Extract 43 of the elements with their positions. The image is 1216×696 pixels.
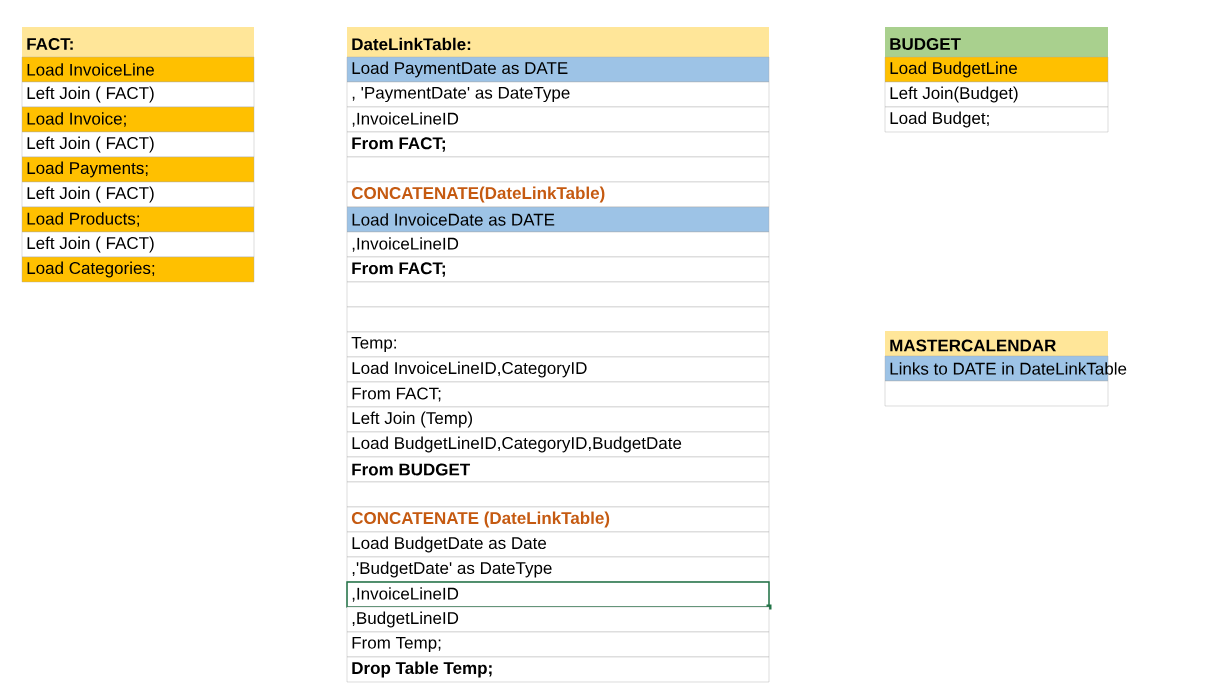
table-cell: Temp: [346,331,770,358]
table-cell: Load Budget; [884,106,1109,133]
table-cell [346,156,770,183]
table-cell: From Temp; [346,631,770,658]
table-cell: ,BudgetLineID [346,606,770,633]
table-cell: Links to DATE in DateLinkTable [884,355,1127,382]
table-cell: Load BudgetLineID,CategoryID,BudgetDate [346,431,770,458]
table-cell [346,281,770,308]
table-cell [884,380,1109,407]
table-cell: Drop Table Temp; [346,656,770,683]
table-cell: Left Join(Budget) [884,81,1109,108]
table-header: FACT: [22,27,254,57]
table-cell: ,InvoiceLineID [346,106,770,133]
table-cell: Load InvoiceLineID,CategoryID [346,356,770,383]
table-cell: Load Categories; [21,256,255,283]
table-cell: ,InvoiceLineID [346,581,772,610]
table-cell: CONCATENATE(DateLinkTable) [346,181,770,208]
table-cell: Load InvoiceDate as DATE [346,206,770,233]
table-cell: Load Invoice; [21,106,255,133]
table-cell: CONCATENATE (DateLinkTable) [346,506,770,533]
table-cell: From FACT; [346,381,770,408]
table-cell: Load BudgetDate as Date [346,531,770,558]
table-cell: Left Join ( FACT) [21,181,255,208]
table-cell: ,'BudgetDate' as DateType [346,556,770,583]
table-cell: Left Join ( FACT) [21,231,255,258]
table-cell: Load InvoiceLine [21,56,255,83]
table-cell: Load PaymentDate as DATE [346,56,770,83]
table-cell: Load BudgetLine [884,56,1109,83]
table-cell: From BUDGET [346,456,770,483]
table-cell: From FACT; [346,256,770,283]
table-cell: Left Join (Temp) [346,406,770,433]
table-cell: Load Products; [21,206,255,233]
table-header: BUDGET [885,27,1108,57]
table-cell: Left Join ( FACT) [21,131,255,158]
table-cell: , 'PaymentDate' as DateType [346,81,770,108]
table-cell [346,481,770,508]
table-cell [346,306,770,333]
table-cell: Load Payments; [21,156,255,183]
table-cell: ,InvoiceLineID [346,231,770,258]
table-cell: Left Join ( FACT) [21,81,255,108]
table-cell: From FACT; [346,131,770,158]
table-header: DateLinkTable: [347,27,769,57]
table-header: MASTERCALENDAR [885,331,1108,356]
